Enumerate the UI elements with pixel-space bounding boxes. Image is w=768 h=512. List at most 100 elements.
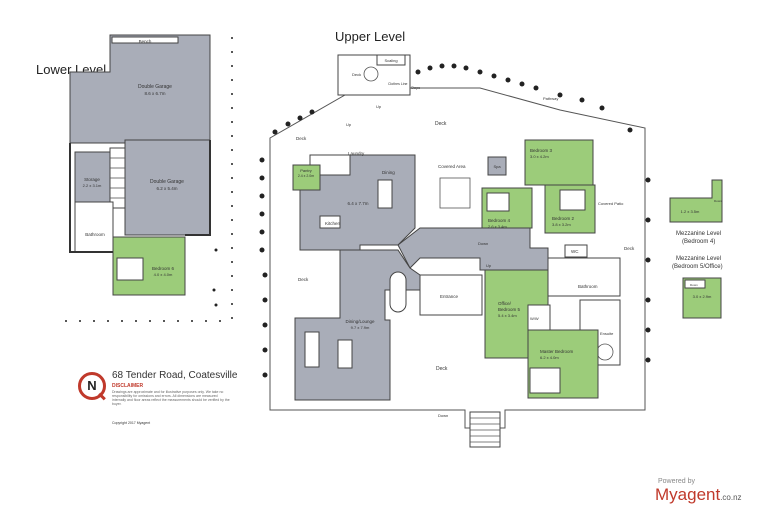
pantry-dim: 2.4 x 2.0m xyxy=(298,174,314,178)
mezz1-down: Down xyxy=(714,199,722,203)
bedroom-3-label: Bedroom 3 xyxy=(530,148,553,153)
spa xyxy=(487,156,507,176)
mezz2-title-1: Mezzanine Level xyxy=(676,256,721,262)
copyright: Copyright 2017 Myagent xyxy=(112,421,151,425)
upper-level-title: Upper Level xyxy=(335,29,405,44)
wc xyxy=(564,244,588,258)
bedroom-2-dim: 3.8 x 3.2m xyxy=(552,222,571,227)
lower-fence-dots xyxy=(65,37,233,322)
scaling-box xyxy=(376,54,406,66)
pathway-label: Pathway xyxy=(543,96,558,101)
double-garage-1-label: Double Garage xyxy=(138,84,172,90)
powered-by-label: Powered by xyxy=(658,478,695,485)
kitchen-dim: 6.4 x 7.7m xyxy=(347,201,368,206)
mezz2-title-2: (Bedroom 5/Office) xyxy=(672,264,723,270)
front-stairs xyxy=(469,411,501,448)
bedroom-4-dim: 2.6 x 3.4m xyxy=(488,224,507,229)
brand-logo: Myagent.co.nz xyxy=(655,485,742,505)
disclaimer-body: Drawings are approximate and for illustr… xyxy=(112,390,230,406)
wc-label: WC xyxy=(571,249,579,254)
wiw-label: W/W xyxy=(530,316,539,321)
master-label: Master Bedroom xyxy=(540,349,574,354)
mezz2-stairs xyxy=(684,279,706,289)
covered-area-label: Covered Area xyxy=(438,164,466,169)
brand-name: Myagent xyxy=(655,485,721,504)
mezz1-dim: 1.2 x 3.5m xyxy=(681,209,700,214)
deck-bottom-label: Deck xyxy=(436,366,448,372)
sofa-2 xyxy=(337,339,353,369)
office-label-2: Bedroom 5 xyxy=(498,307,521,312)
up-label-1: Up xyxy=(346,122,352,127)
clothes-line-circle xyxy=(363,66,379,82)
garden-trees xyxy=(259,63,651,378)
mezz1-title-1: Mezzanine Level xyxy=(676,231,721,237)
kitchen-label: Kitchen xyxy=(325,221,341,226)
storage-dim: 2.2 x 3.1m xyxy=(83,183,102,188)
steps-label: Steps xyxy=(411,86,420,90)
dining-lounge xyxy=(294,249,421,401)
bedroom-2-bed xyxy=(559,189,586,211)
laundry-label: Laundry xyxy=(348,151,365,156)
upper-bathroom-label: Bathroom xyxy=(578,284,598,289)
bedroom-3-dim: 3.0 x 4.2m xyxy=(530,154,549,159)
deck-main-label: Deck xyxy=(435,121,447,127)
up-label-3: Up xyxy=(486,263,492,268)
bedroom-3 xyxy=(524,139,594,186)
dining-table xyxy=(377,179,393,209)
bedroom-6-dim: 4.0 x 4.0m xyxy=(154,272,173,277)
bench-label: Bench xyxy=(139,39,152,44)
double-garage-2 xyxy=(124,139,211,236)
bedroom-2-label: Bedroom 2 xyxy=(552,216,575,221)
upper-bathroom xyxy=(547,257,621,297)
up-label-2: Up xyxy=(376,104,382,109)
master-dim: 6.2 x 4.0m xyxy=(540,355,559,360)
disclaimer-title: DISCLAIMER xyxy=(112,383,144,389)
address: 68 Tender Road, Coatesville xyxy=(112,370,237,381)
double-garage-1-dim: 8.6 x 6.7m xyxy=(144,91,165,96)
scaling-label: Scaling xyxy=(384,58,397,63)
storage-label: Storage xyxy=(84,177,100,182)
bedroom-6-label: Bedroom 6 xyxy=(152,266,175,271)
master-bed xyxy=(529,367,561,394)
ensuite-label: Ensuite xyxy=(600,331,614,336)
address-number: 68 xyxy=(112,370,124,381)
deck-right-label: Deck xyxy=(624,246,635,251)
clothes-line-label: Clothes Line xyxy=(388,82,408,86)
mezz2-dim: 3.0 x 2.9m xyxy=(693,294,712,299)
deck-left-label: Deck xyxy=(296,136,307,141)
address-street: Tender Road, Coatesville xyxy=(123,370,238,381)
down-bottom-label: Down xyxy=(438,413,448,418)
top-deck-label: Deck xyxy=(352,72,361,77)
bench xyxy=(111,36,179,44)
bedroom-4-bed xyxy=(486,192,510,212)
office-label-1: Office/ xyxy=(498,301,512,306)
double-garage-2-label: Double Garage xyxy=(150,179,184,185)
mezzanine-bedroom-4 xyxy=(669,179,723,223)
covered-area-table xyxy=(439,177,471,209)
mezz2-down: Down xyxy=(690,283,698,287)
lower-bathroom-label: Bathroom xyxy=(85,232,105,237)
entrance xyxy=(419,274,483,316)
dining-label: Dining xyxy=(382,170,395,175)
down-label: Down xyxy=(478,241,488,246)
covered-patio-label: Covered Patio xyxy=(598,201,624,206)
office-dim: 5.4 x 3.4m xyxy=(498,313,517,318)
double-garage-2-dim: 6.2 x 5.4m xyxy=(156,186,177,191)
sofa-1 xyxy=(304,331,320,368)
brand-suffix: .co.nz xyxy=(720,493,742,502)
deck-side-label: Deck xyxy=(298,277,309,282)
spa-label: Spa xyxy=(493,164,501,169)
entrance-label: Entrance xyxy=(440,294,459,299)
kitchen-island xyxy=(319,215,341,229)
dining-lounge-label: Dining/Lounge xyxy=(345,319,375,324)
mezz1-title-2: (Bedroom 4) xyxy=(682,239,715,245)
dining-lounge-dim: 9.7 x 7.9m xyxy=(351,325,370,330)
lounge-table xyxy=(389,271,407,313)
bedroom-6-bed xyxy=(116,257,144,281)
compass-letter: N xyxy=(87,378,97,393)
bedroom-4-label: Bedroom 4 xyxy=(488,218,511,223)
pantry-label: Pantry xyxy=(300,168,312,173)
north-compass-icon: N xyxy=(78,372,106,400)
pantry xyxy=(292,164,321,191)
